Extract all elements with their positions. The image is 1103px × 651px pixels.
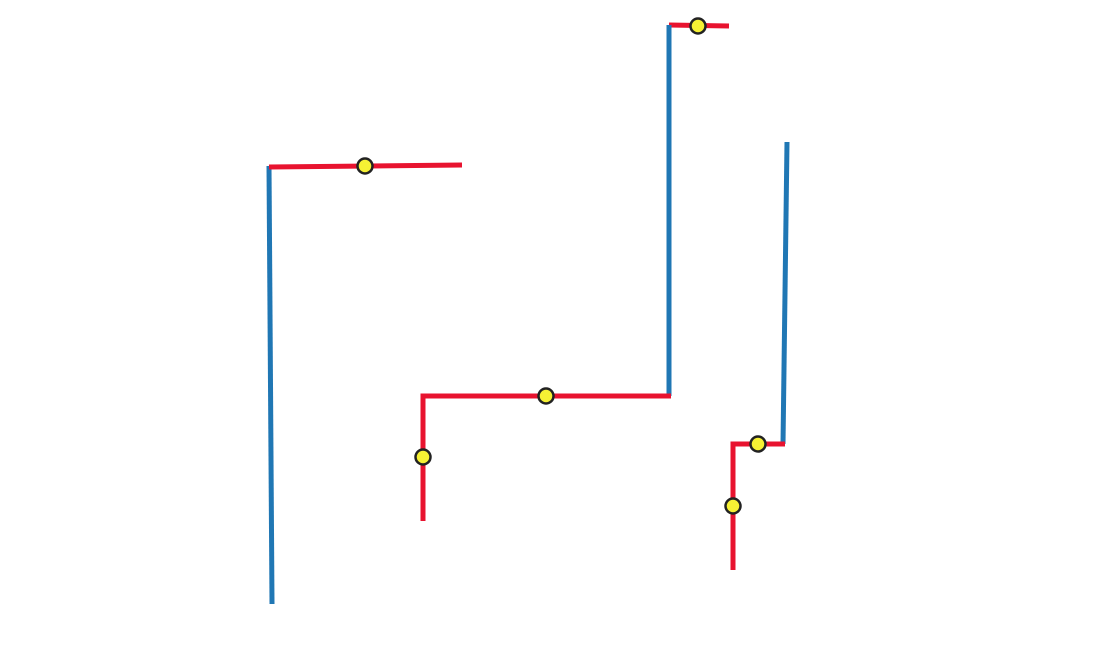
- blue-segment-left-vertical: [266, 165, 275, 605]
- node-middle-vertical: [414, 448, 432, 466]
- node-right-vertical: [724, 497, 742, 515]
- node-left-top: [356, 157, 374, 175]
- blue-segment-right-vertical: [780, 141, 790, 445]
- node-middle-horizontal: [537, 387, 555, 405]
- path-group-left: [266, 157, 463, 605]
- path-group-middle: [414, 17, 730, 521]
- node-middle-top: [689, 17, 707, 35]
- node-right-horizontal: [749, 435, 767, 453]
- red-segment-middle-elbow: [420, 393, 671, 521]
- red-segment-right-elbow: [730, 441, 785, 570]
- path-group-right: [724, 141, 790, 570]
